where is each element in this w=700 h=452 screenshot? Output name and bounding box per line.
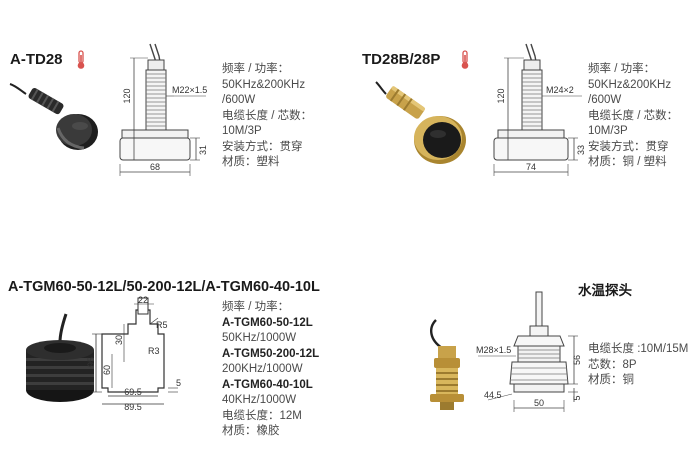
- dim-95: 95: [86, 357, 96, 367]
- dim-thread: M22×1.5: [172, 85, 207, 95]
- dim-width: 68: [150, 162, 160, 172]
- dim-thread: M28×1.5: [476, 345, 511, 355]
- spec-line: 电缆长度 / 芯数：: [222, 109, 313, 122]
- specs-water-temp: 电缆长度 :10M/15M 芯数：8P 材质：铜: [588, 342, 688, 389]
- product-photo-a-tgm60: [26, 313, 94, 402]
- product-title-water-temp: 水温探头: [578, 283, 632, 298]
- spec-line: 材质：铜 / 塑料: [588, 156, 667, 168]
- spec-line: 50KHz&200KHz: [588, 78, 672, 91]
- spec-line: 频率 / 功率：: [222, 63, 290, 75]
- specs-td28b: 频率 / 功率： 50KHz&200KHz /600W 电缆长度 / 芯数： 1…: [588, 62, 678, 171]
- dimension-drawing-a-td28: 120 M22×1.5 31 68: [119, 43, 208, 176]
- product-title-td28b: TD28B/28P: [362, 51, 441, 68]
- dim-44-5: 44.5: [484, 390, 502, 400]
- spec-model: A-TGM60-50-12L: [222, 316, 313, 329]
- dim-top: 22: [138, 295, 148, 305]
- dim-5: 5: [572, 395, 582, 400]
- spec-line: 材质：铜: [588, 374, 634, 386]
- dim-base-height: 33: [576, 145, 586, 155]
- thermometer-icon: [77, 50, 85, 69]
- product-photo-td28b: [375, 81, 466, 164]
- spec-line: /600W: [588, 94, 622, 106]
- dim-69-5: 69.5: [124, 387, 142, 397]
- dimension-drawing-td28b: 120 M24×2 33 74: [493, 43, 586, 176]
- product-photo-a-td28: [9, 83, 98, 150]
- dim-5: 5: [176, 378, 181, 388]
- spec-line: 10M/3P: [588, 125, 628, 137]
- dim-r3: R3: [148, 346, 160, 356]
- spec-line: 安装方式：贯穿: [588, 140, 669, 153]
- dim-base-height: 31: [198, 145, 208, 155]
- spec-line: 芯数：8P: [588, 358, 637, 371]
- spec-line: 电缆长度 :10M/15M: [588, 343, 689, 355]
- spec-model: A-TGM50-200-12L: [222, 347, 320, 360]
- product-title-a-td28: A-TD28: [10, 51, 63, 68]
- spec-line: 安装方式：贯穿: [222, 140, 303, 153]
- spec-line: /600W: [222, 94, 256, 106]
- dim-width: 74: [526, 162, 536, 172]
- spec-line: 电缆长度 / 芯数：: [588, 109, 679, 122]
- dim-60: 60: [102, 365, 112, 375]
- dim-thread: M24×2: [546, 85, 574, 95]
- spec-line: 材质：塑料: [222, 156, 280, 168]
- product-title-a-tgm60: A-TGM60-50-12L/50-200-12L/A-TGM60-40-10L: [8, 279, 320, 295]
- spec-line: 50KHz&200KHz: [222, 78, 306, 91]
- dim-height: 120: [496, 88, 506, 103]
- dim-89-5: 89.5: [124, 402, 142, 412]
- dim-30: 30: [114, 335, 124, 345]
- dim-50: 50: [534, 398, 544, 408]
- dimension-drawing-a-tgm60: 22 30 R5 R3 95 60 69.5 89.5 5: [86, 295, 181, 412]
- specs-a-td28: 频率 / 功率： 50KHz&200KHz /600W 电缆长度 / 芯数： 1…: [222, 62, 312, 171]
- dim-56: 56: [572, 355, 582, 365]
- spec-line: 40KHz/1000W: [222, 394, 297, 406]
- spec-line: 材质：橡胶: [222, 425, 280, 437]
- spec-line: 200KHz/1000W: [222, 363, 303, 375]
- spec-line: 频率 / 功率：: [222, 301, 290, 313]
- spec-line: 50KHz/1000W: [222, 332, 297, 344]
- spec-line: 10M/3P: [222, 125, 262, 137]
- dim-r5: R5: [156, 320, 168, 330]
- dim-height: 120: [122, 88, 132, 103]
- spec-model: A-TGM60-40-10L: [222, 378, 313, 391]
- product-photo-water-temp: [430, 319, 464, 410]
- spec-line: 频率 / 功率：: [588, 63, 656, 75]
- spec-line: 电缆长度：12M: [222, 409, 302, 422]
- dimension-drawing-water-temp: M28×1.5 56 44.5 50 5: [476, 291, 582, 412]
- thermometer-icon: [461, 50, 469, 69]
- specs-a-tgm60: 频率 / 功率： A-TGM60-50-12L 50KHz/1000W A-TG…: [222, 300, 319, 440]
